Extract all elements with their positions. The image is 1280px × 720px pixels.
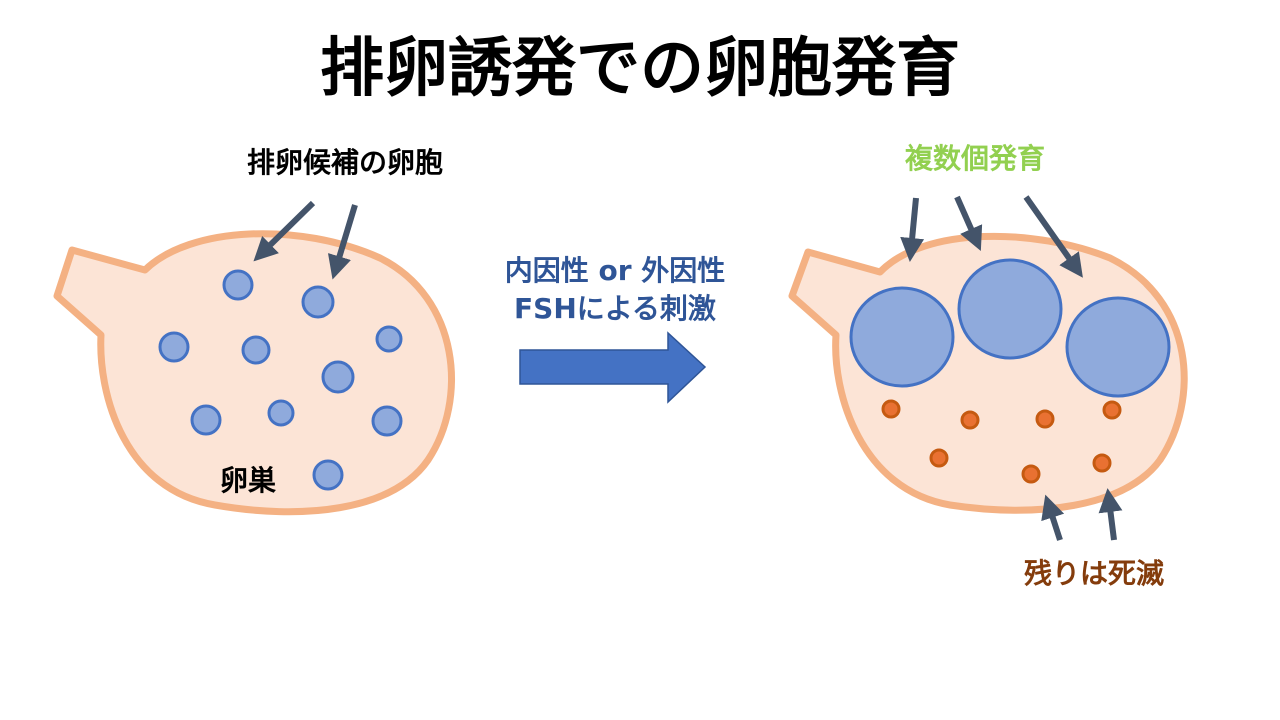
- large-follicles: [849, 258, 1171, 398]
- large-follicle: [849, 286, 955, 388]
- page-title: 排卵誘発での卵胞発育: [320, 32, 960, 106]
- follicle: [301, 285, 335, 319]
- follicle: [321, 360, 355, 394]
- atretic-follicle: [1092, 453, 1112, 473]
- process-arrow: [519, 331, 707, 404]
- small-follicles: [881, 399, 1122, 484]
- atretic-follicle: [881, 399, 901, 419]
- follicle: [190, 404, 222, 436]
- follicle: [222, 269, 254, 301]
- follicle: [371, 405, 403, 437]
- pointer-arrow: [1023, 195, 1083, 278]
- pointer-arrow: [1098, 488, 1123, 541]
- large-follicle: [1065, 296, 1171, 398]
- follicle: [241, 335, 271, 365]
- atretic-follicle: [960, 410, 980, 430]
- pointer-arrow: [954, 195, 983, 251]
- multiple-growth-label: 複数個発育: [905, 142, 1045, 175]
- follicle: [158, 331, 190, 363]
- follicle: [375, 325, 403, 353]
- pointer-arrow: [253, 200, 316, 262]
- follicle: [267, 399, 295, 427]
- left-ovary-shape: [53, 230, 455, 516]
- pointer-arrow: [1041, 494, 1065, 541]
- ovary-label: 卵巣: [220, 464, 277, 497]
- left-follicles: [158, 269, 403, 491]
- atresia-label: 残りは死滅: [1024, 557, 1164, 590]
- pointer-arrow: [900, 197, 925, 262]
- right-ovary: [788, 232, 1188, 514]
- atretic-follicle: [1021, 464, 1041, 484]
- stimulus-line-1: 内因性 or 外因性: [505, 254, 726, 287]
- atretic-follicle: [1102, 400, 1122, 420]
- stimulus-line-2: FSHによる刺激: [514, 292, 716, 325]
- follicle: [312, 459, 344, 491]
- large-follicle: [957, 258, 1063, 360]
- pointer-arrow: [327, 204, 358, 280]
- atretic-follicle: [929, 448, 949, 468]
- candidate-follicle-label: 排卵候補の卵胞: [247, 146, 443, 179]
- left-ovary: 卵巣: [53, 230, 455, 516]
- atretic-follicle: [1035, 409, 1055, 429]
